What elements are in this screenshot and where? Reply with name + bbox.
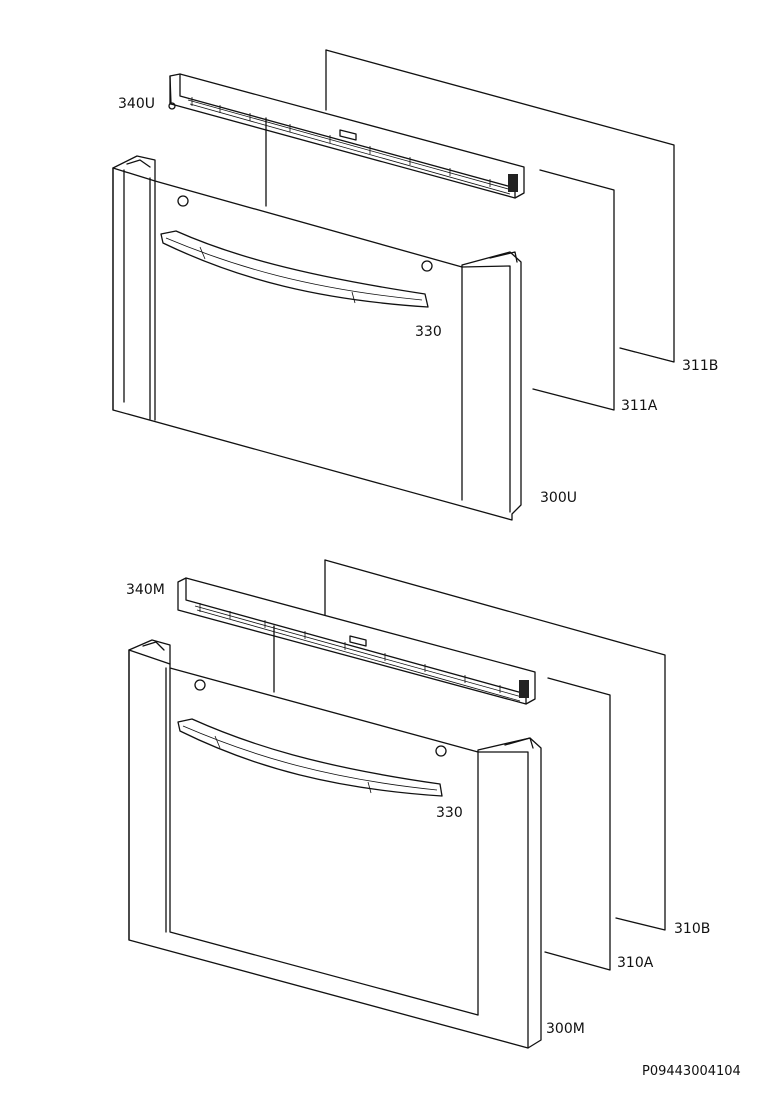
upper-top-trim [168,73,525,207]
drawing-number: P09443004104 [642,1064,741,1079]
upper-door-handle [160,230,429,308]
label-330-lower: 330 [436,805,463,821]
upper-inner-glass-panel [532,169,615,411]
label-310a: 310A [617,955,654,971]
label-330-upper: 330 [415,324,442,340]
lower-inner-glass-panel [544,677,611,971]
lower-top-trim [177,577,536,705]
label-340u: 340U [118,96,155,112]
leader-311b [619,347,675,363]
upper-door-panel [112,155,522,521]
label-300m: 300M [546,1021,585,1037]
label-340m: 340M [126,582,165,598]
label-300u: 300U [540,490,577,506]
lower-door-handle [177,718,443,797]
label-311b: 311B [682,358,718,374]
upper-door-assembly [112,49,675,521]
label-310b: 310B [674,921,710,937]
label-311a: 311A [621,398,658,414]
lower-door-assembly [128,559,666,1049]
